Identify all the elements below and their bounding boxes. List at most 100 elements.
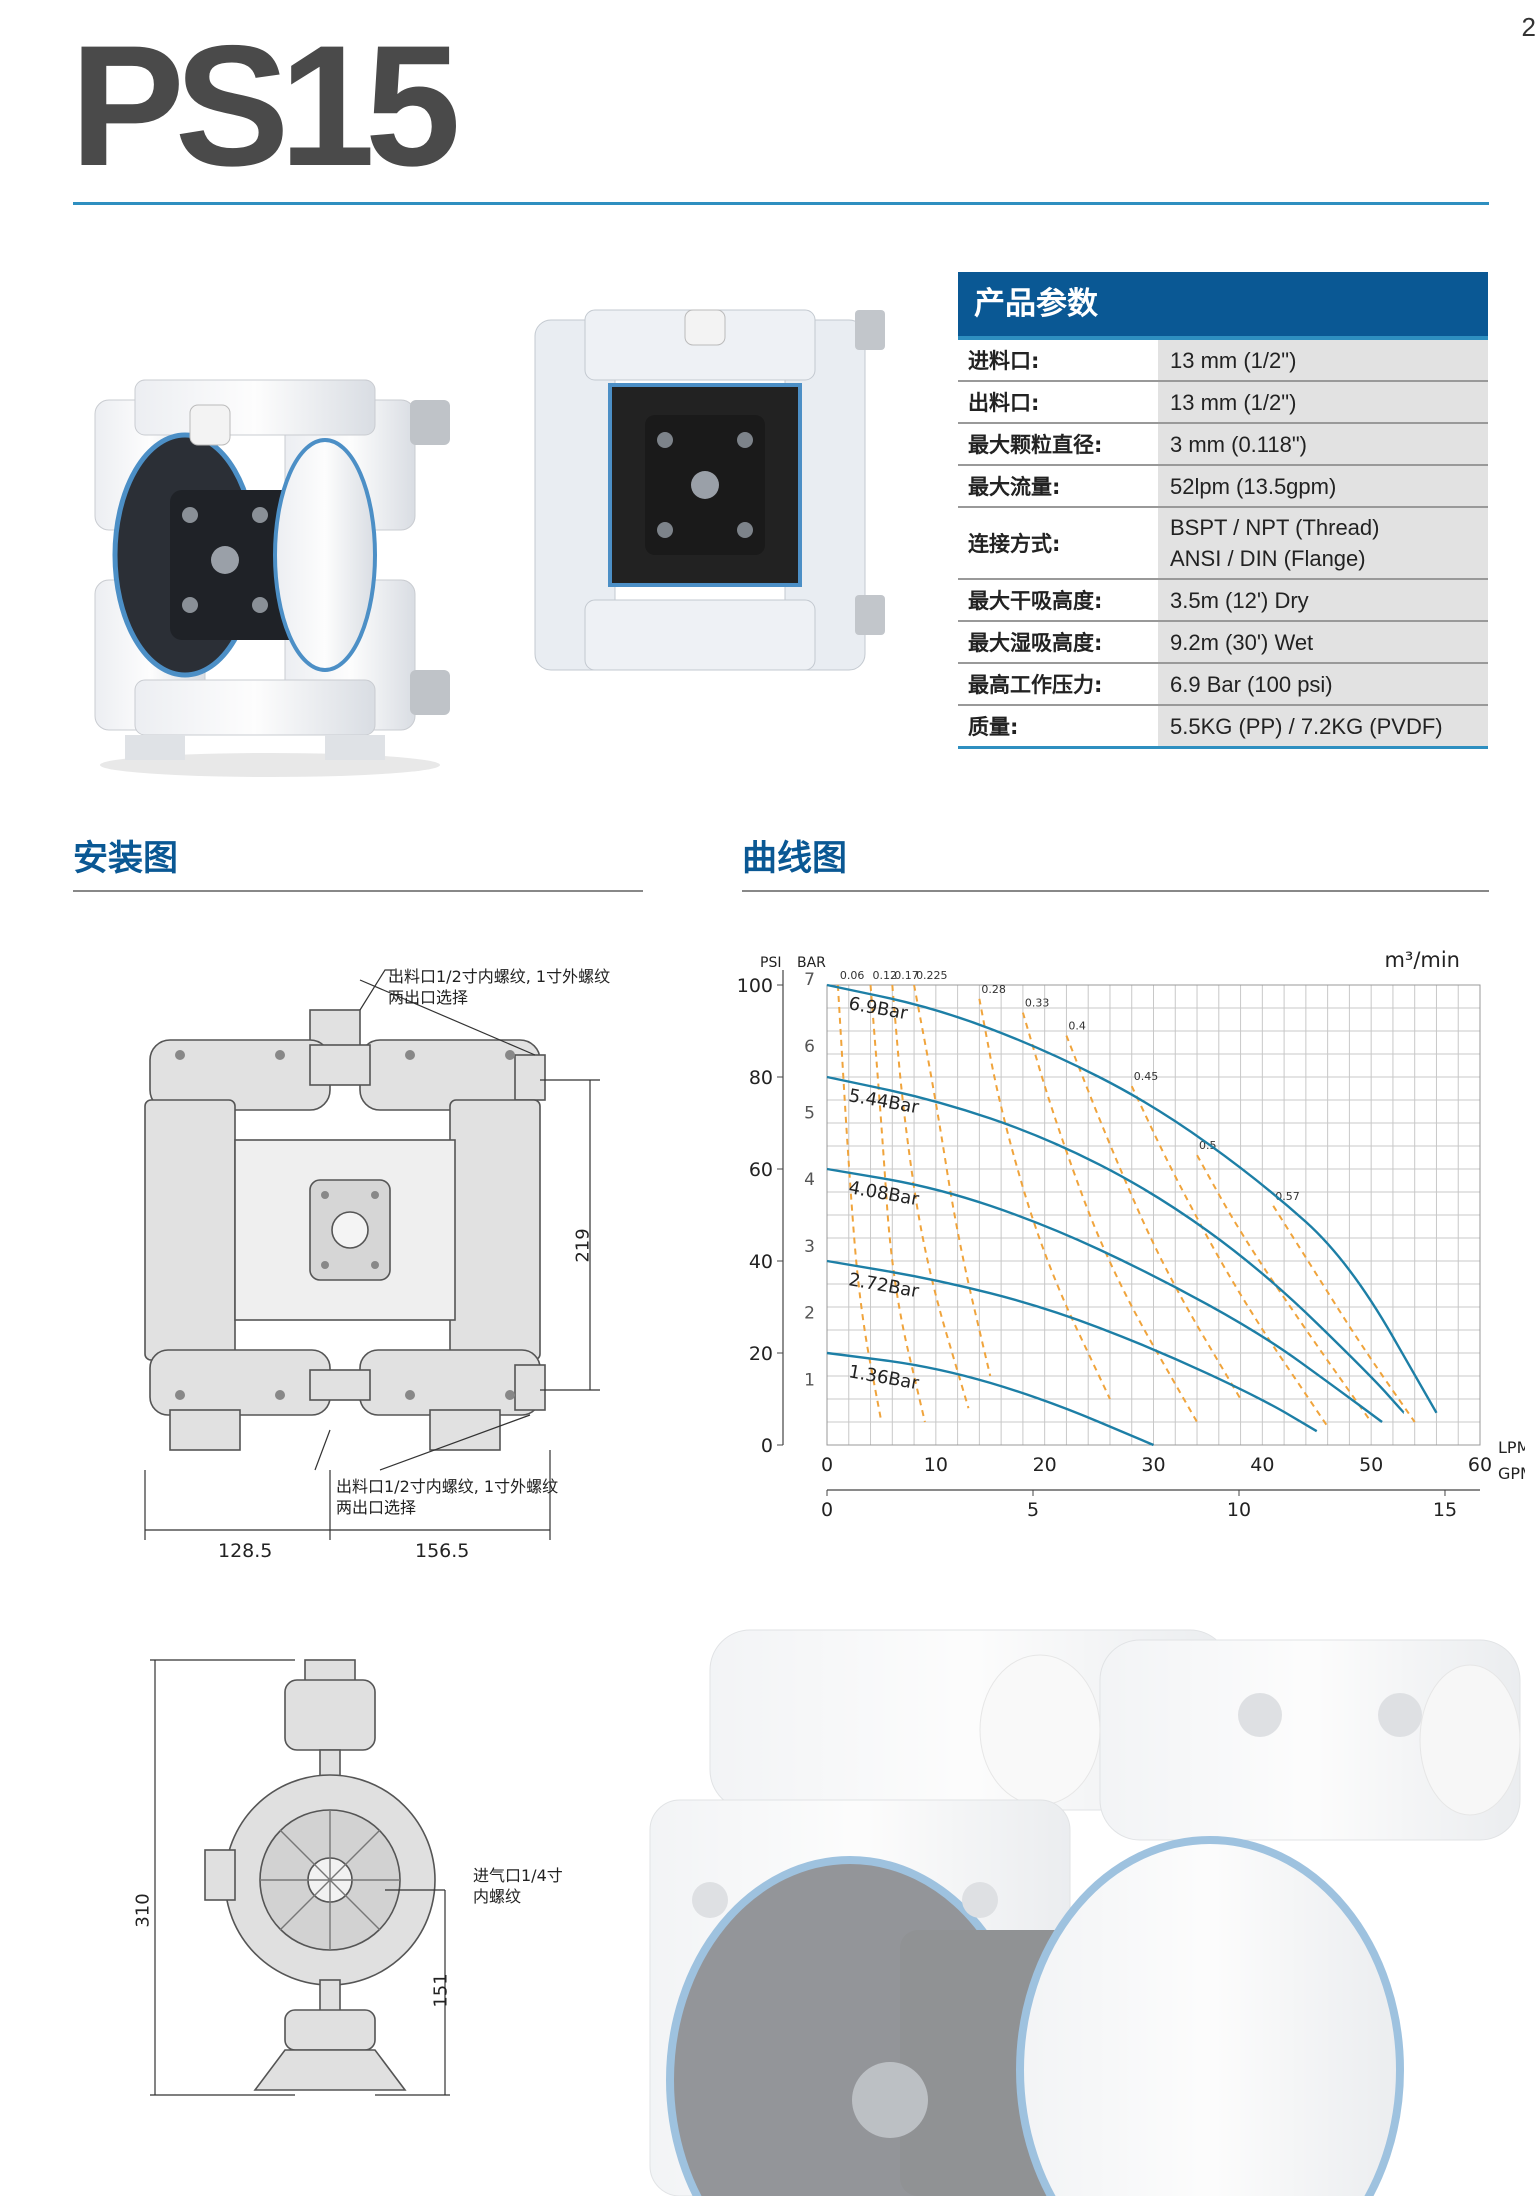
bar-axis-label: BAR [797, 955, 826, 971]
pressure-curve [826, 983, 1438, 1414]
pressure-curve-label: 4.08Bar [847, 1177, 921, 1210]
bar-tick-label: 6 [804, 1037, 815, 1057]
air-consumption-label: 0.17 [894, 969, 919, 982]
spec-label: 最大流量: [958, 466, 1158, 506]
spec-row: 最大流量: 52lpm (13.5gpm) [958, 466, 1488, 508]
gpm-axis-label: GPM [1498, 1464, 1525, 1483]
air-consumption-label: 0.5 [1199, 1139, 1217, 1152]
air-consumption-label: 0.45 [1134, 1070, 1159, 1083]
dim-total: 310 [132, 1893, 154, 1928]
outlet-note-line2: 两出口选择 [388, 988, 469, 1007]
spec-value: 13 mm (1/2") [1158, 340, 1488, 380]
pump-photo-large [649, 1629, 1521, 2196]
air-consumption-label: 0.225 [916, 969, 948, 982]
air-consumption-curve [1130, 1085, 1329, 1428]
flow-unit-label: m³/min [1384, 948, 1460, 972]
air-consumption-label: 0.57 [1275, 1190, 1300, 1203]
air-consumption-label: 0.06 [840, 969, 865, 982]
spec-value: 5.5KG (PP) / 7.2KG (PVDF) [1158, 706, 1488, 746]
pressure-curve [826, 1351, 1154, 1447]
spec-value-line: 6.9 Bar (100 psi) [1170, 671, 1333, 697]
air-consumption-curve [869, 984, 926, 1423]
title-divider [73, 202, 1489, 205]
spec-value: 6.9 Bar (100 psi) [1158, 664, 1488, 704]
spec-row: 连接方式:BSPT / NPT (Thread)ANSI / DIN (Flan… [958, 508, 1488, 580]
psi-axis-label: PSI [760, 955, 781, 971]
pressure-curve-label: 1.36Bar [847, 1361, 921, 1394]
lpm-tick-label: 0 [821, 1454, 833, 1476]
spec-label: 进料口: [958, 340, 1158, 380]
psi-tick-label: 0 [761, 1435, 773, 1457]
bar-tick-label: 5 [804, 1104, 815, 1124]
dim-side: 151 [430, 1973, 452, 2008]
spec-row: 最大干吸高度:3.5m (12') Dry [958, 580, 1488, 622]
install-section-title: 安装图 [73, 839, 179, 879]
air-consumption-curve [1065, 1035, 1242, 1400]
spec-row: 最高工作压力:6.9 Bar (100 psi) [958, 664, 1488, 706]
inlet-note: 出料口1/2寸内螺纹, 1寸外螺纹 两出口选择 [336, 1476, 558, 1518]
spec-label: 最大湿吸高度: [958, 622, 1158, 662]
pressure-curve [826, 1167, 1383, 1423]
air-note-line2: 内螺纹 [473, 1887, 522, 1906]
lpm-tick-label: 50 [1359, 1454, 1383, 1476]
air-consumption-curve [836, 984, 883, 1423]
spec-table: 产品参数 进料口:13 mm (1/2")出料口:13 mm (1/2")最大颗… [958, 272, 1488, 749]
dim-left: 128.5 [218, 1540, 273, 1562]
spec-value-line-2: ANSI / DIN (Flange) [1170, 546, 1366, 571]
spec-value: BSPT / NPT (Thread)ANSI / DIN (Flange) [1158, 508, 1488, 578]
spec-label: 质量: [958, 706, 1158, 746]
pump-photo-front [534, 309, 885, 671]
gpm-tick-label: 0 [821, 1499, 833, 1521]
dim-right: 156.5 [415, 1540, 470, 1562]
outlet-note-line1: 出料口1/2寸内螺纹, 1寸外螺纹 [388, 967, 611, 986]
spec-value-line: 3 mm (0.118") [1170, 431, 1307, 457]
air-consumption-label: 0.33 [1025, 997, 1050, 1010]
air-consumption-curve [978, 998, 1111, 1400]
spec-value-line: 13 mm (1/2") [1170, 389, 1297, 415]
bar-tick-label: 4 [804, 1170, 815, 1190]
curve-section-rule [742, 890, 1489, 892]
air-consumption-label: 0.4 [1068, 1020, 1086, 1033]
air-consumption-curve [1021, 1012, 1198, 1423]
bar-tick-label: 2 [804, 1304, 815, 1324]
page-title: PS15 [70, 10, 461, 202]
spec-label: 最大颗粒直径: [958, 424, 1158, 464]
spec-value-line: 5.5KG (PP) / 7.2KG (PVDF) [1170, 713, 1443, 739]
spec-label: 出料口: [958, 382, 1158, 422]
air-inlet-note: 进气口1/4寸 内螺纹 [473, 1865, 563, 1907]
pressure-curve-label: 6.9Bar [847, 993, 910, 1024]
psi-tick-label: 80 [749, 1067, 773, 1089]
inlet-note-line2: 两出口选择 [336, 1498, 417, 1517]
spec-value: 9.2m (30') Wet [1158, 622, 1488, 662]
psi-tick-label: 40 [749, 1251, 773, 1273]
lpm-axis-label: LPM [1498, 1438, 1525, 1457]
spec-value: 52lpm (13.5gpm) [1158, 466, 1488, 506]
spec-value: 3.5m (12') Dry [1158, 580, 1488, 620]
gpm-tick-label: 5 [1027, 1499, 1039, 1521]
pressure-curve [826, 1075, 1405, 1414]
lpm-tick-label: 20 [1033, 1454, 1057, 1476]
air-consumption-curve [913, 984, 992, 1377]
outlet-note: 出料口1/2寸内螺纹, 1寸外螺纹 两出口选择 [388, 966, 610, 1008]
air-note-line1: 进气口1/4寸 [473, 1866, 563, 1885]
spec-row: 进料口: 13 mm (1/2") [958, 340, 1488, 382]
pump-photo-angled [94, 379, 450, 777]
psi-tick-label: 100 [737, 975, 773, 997]
spec-label: 最大干吸高度: [958, 580, 1158, 620]
page-number: 2 [1521, 12, 1536, 42]
pressure-curve [826, 1259, 1318, 1433]
spec-value-line: 52lpm (13.5gpm) [1170, 473, 1337, 499]
install-section-rule [73, 890, 643, 892]
install-drawing-side [150, 1659, 450, 2096]
air-consumption-label: 0.28 [981, 983, 1006, 996]
spec-label: 连接方式: [958, 508, 1158, 578]
lpm-tick-label: 30 [1141, 1454, 1165, 1476]
psi-tick-label: 60 [749, 1159, 773, 1181]
gpm-tick-label: 10 [1227, 1499, 1251, 1521]
bar-tick-label: 7 [804, 970, 815, 990]
psi-tick-label: 20 [749, 1343, 773, 1365]
spec-value-line: 13 mm (1/2") [1170, 347, 1297, 373]
spec-row: 最大湿吸高度:9.2m (30') Wet [958, 622, 1488, 664]
lpm-tick-label: 40 [1250, 1454, 1274, 1476]
